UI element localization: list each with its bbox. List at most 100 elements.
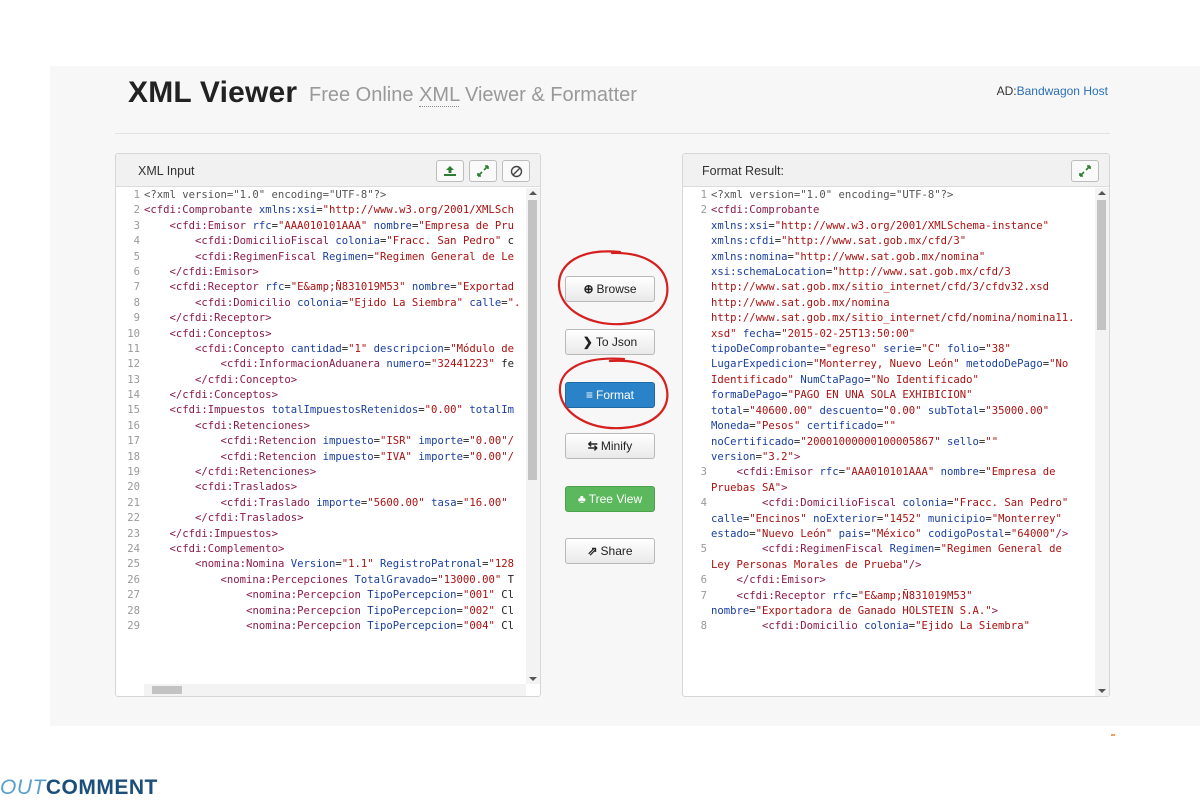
- code-text: </cfdi:Impuestos>: [144, 527, 278, 542]
- code-token: [144, 481, 195, 493]
- format-result-vscrollbar[interactable]: [1095, 188, 1109, 696]
- subtitle-text: Free Online: [309, 84, 420, 106]
- code-token: =: [908, 620, 916, 633]
- line-number: 5: [133, 250, 140, 263]
- code-token: "E&amp;Ñ831019M53": [857, 589, 973, 602]
- code-token: =: [456, 604, 463, 617]
- code-token: calle: [711, 512, 743, 525]
- code-token: />: [1055, 527, 1069, 540]
- code-token: <cfdi:Impuestos: [169, 404, 272, 417]
- code-token: "Empresa de: [985, 466, 1056, 479]
- code-token: "Módulo de: [450, 342, 514, 355]
- share-button[interactable]: ⇗Share: [565, 538, 655, 564]
- code-token: "Regimen General de: [940, 543, 1062, 556]
- format-result-title: Format Result:: [702, 164, 784, 178]
- code-text: <nomina:Percepcion TipoPercepcion="001" …: [144, 588, 514, 603]
- code-token: =: [781, 389, 788, 402]
- code-token: =: [367, 250, 374, 263]
- code-token: "Fracc. San Pedro": [386, 235, 502, 248]
- clear-button[interactable]: [502, 160, 530, 182]
- hscroll-thumb[interactable]: [152, 686, 182, 694]
- expand-button[interactable]: [469, 160, 497, 182]
- code-token: "Regimen General de Le: [373, 250, 514, 263]
- code-token: [144, 328, 170, 340]
- line-number: 23: [127, 527, 140, 540]
- code-token: T: [501, 573, 514, 586]
- code-token: cantidad: [290, 342, 342, 355]
- code-token: =: [864, 373, 871, 386]
- code-line: 19 </cfdi:Retenciones>: [116, 465, 526, 480]
- code-text: <cfdi:Retencion impuesto="IVA" importe="…: [144, 450, 514, 465]
- code-line: 7 <cfdi:Receptor rfc="E&amp;Ñ831019M53" …: [116, 280, 526, 295]
- code-token: <cfdi:Retenciones>: [195, 419, 310, 432]
- line-number: 13: [127, 373, 140, 386]
- code-line: estado="Nuevo León" pais="México" codigo…: [683, 527, 1095, 542]
- scroll-thumb[interactable]: [1097, 200, 1106, 330]
- code-line: Ley Personas Morales de Prueba"/>: [683, 558, 1095, 573]
- expand-result-button[interactable]: [1071, 160, 1099, 182]
- code-line: 29 <nomina:Percepcion TipoPercepcion="00…: [116, 619, 526, 634]
- code-token: NumCtaPago: [800, 373, 865, 386]
- code-token: =: [793, 435, 801, 448]
- xml-input-editor[interactable]: 1<?xml version="1.0" encoding="UTF-8"?>2…: [116, 188, 526, 684]
- format-result-editor[interactable]: 1<?xml version="1.0" encoding="UTF-8"?>2…: [683, 188, 1095, 684]
- code-text: </cfdi:Retenciones>: [144, 465, 316, 480]
- code-token: <cfdi:Emisor: [736, 466, 820, 479]
- browse-button[interactable]: ⊕Browse: [565, 276, 655, 302]
- code-token: <cfdi:Traslados>: [195, 481, 298, 494]
- code-token: =: [806, 358, 814, 371]
- xml-input-vscrollbar[interactable]: [526, 188, 540, 684]
- code-token: =: [978, 466, 986, 479]
- code-token: =: [456, 619, 463, 632]
- code-token: LugarExpedicion: [711, 358, 807, 371]
- chevron-right-icon: ❯: [582, 335, 593, 349]
- code-line: Identificado" NumCtaPago="No Identificad…: [683, 373, 1095, 388]
- scroll-thumb[interactable]: [528, 200, 537, 480]
- tree-view-button[interactable]: ♣Tree View: [565, 486, 655, 512]
- format-button[interactable]: ≡Format: [565, 382, 655, 408]
- code-text: <cfdi:RegimenFiscal Regimen="Regimen Gen…: [144, 250, 514, 265]
- scroll-down-arrow-icon[interactable]: [529, 677, 537, 681]
- scroll-up-arrow-icon[interactable]: [529, 191, 537, 195]
- code-token: <nomina:Percepcion: [246, 589, 368, 602]
- code-token: <nomina:Nomina: [195, 558, 291, 571]
- code-token: Cl: [494, 619, 514, 632]
- xml-input-hscrollbar[interactable]: [144, 684, 526, 696]
- code-token: "1.1": [341, 558, 374, 571]
- code-token: "http://www.sat.gob.mx/nomina": [793, 250, 986, 263]
- code-line: formaDePago="PAGO EN UNA SOLA EXHIBICION…: [683, 388, 1095, 403]
- code-token: "40600.00": [749, 404, 814, 417]
- code-token: =: [749, 527, 756, 540]
- upload-button[interactable]: [436, 160, 464, 182]
- code-token: subTotal: [927, 404, 979, 417]
- code-token: =: [482, 558, 489, 571]
- code-token: Version: [290, 558, 336, 571]
- browse-label: Browse: [596, 282, 637, 296]
- code-token: =: [774, 327, 782, 340]
- scroll-up-arrow-icon[interactable]: [1098, 191, 1106, 195]
- line-number: 25: [127, 558, 140, 571]
- scroll-down-arrow-icon[interactable]: [1098, 689, 1106, 693]
- line-number: [683, 357, 711, 372]
- code-line: total="40600.00" descuento="0.00" subTot…: [683, 404, 1095, 419]
- code-token: TipoPercepcion: [367, 589, 457, 602]
- code-token: [144, 451, 221, 463]
- code-token: [144, 389, 170, 401]
- code-token: <cfdi:Comprobante: [144, 204, 259, 217]
- code-token: "2015-02-25T13:50:00": [781, 327, 916, 340]
- code-line: 3 <cfdi:Emisor rfc="AAA010101AAA" nombre…: [116, 219, 526, 234]
- minify-button[interactable]: ⇆Minify: [565, 433, 655, 459]
- code-token: [711, 590, 737, 602]
- to-json-button[interactable]: ❯To Json: [565, 329, 655, 355]
- code-token: <cfdi:RegimenFiscal: [195, 250, 323, 263]
- line-number: 6: [700, 574, 707, 587]
- code-token: <?xml version="1.0" encoding="UTF-8"?>: [144, 189, 387, 201]
- line-number: [683, 234, 711, 249]
- code-token: Cl: [494, 604, 514, 617]
- code-token: "16.00": [462, 496, 508, 509]
- ad-link[interactable]: Bandwagon Host: [1016, 84, 1108, 98]
- code-token: >: [991, 604, 999, 617]
- code-text: <nomina:Percepcion TipoPercepcion="004" …: [144, 619, 514, 634]
- code-line: 7 <cfdi:Receptor rfc="E&amp;Ñ831019M53": [683, 589, 1095, 604]
- code-token: =: [462, 450, 470, 463]
